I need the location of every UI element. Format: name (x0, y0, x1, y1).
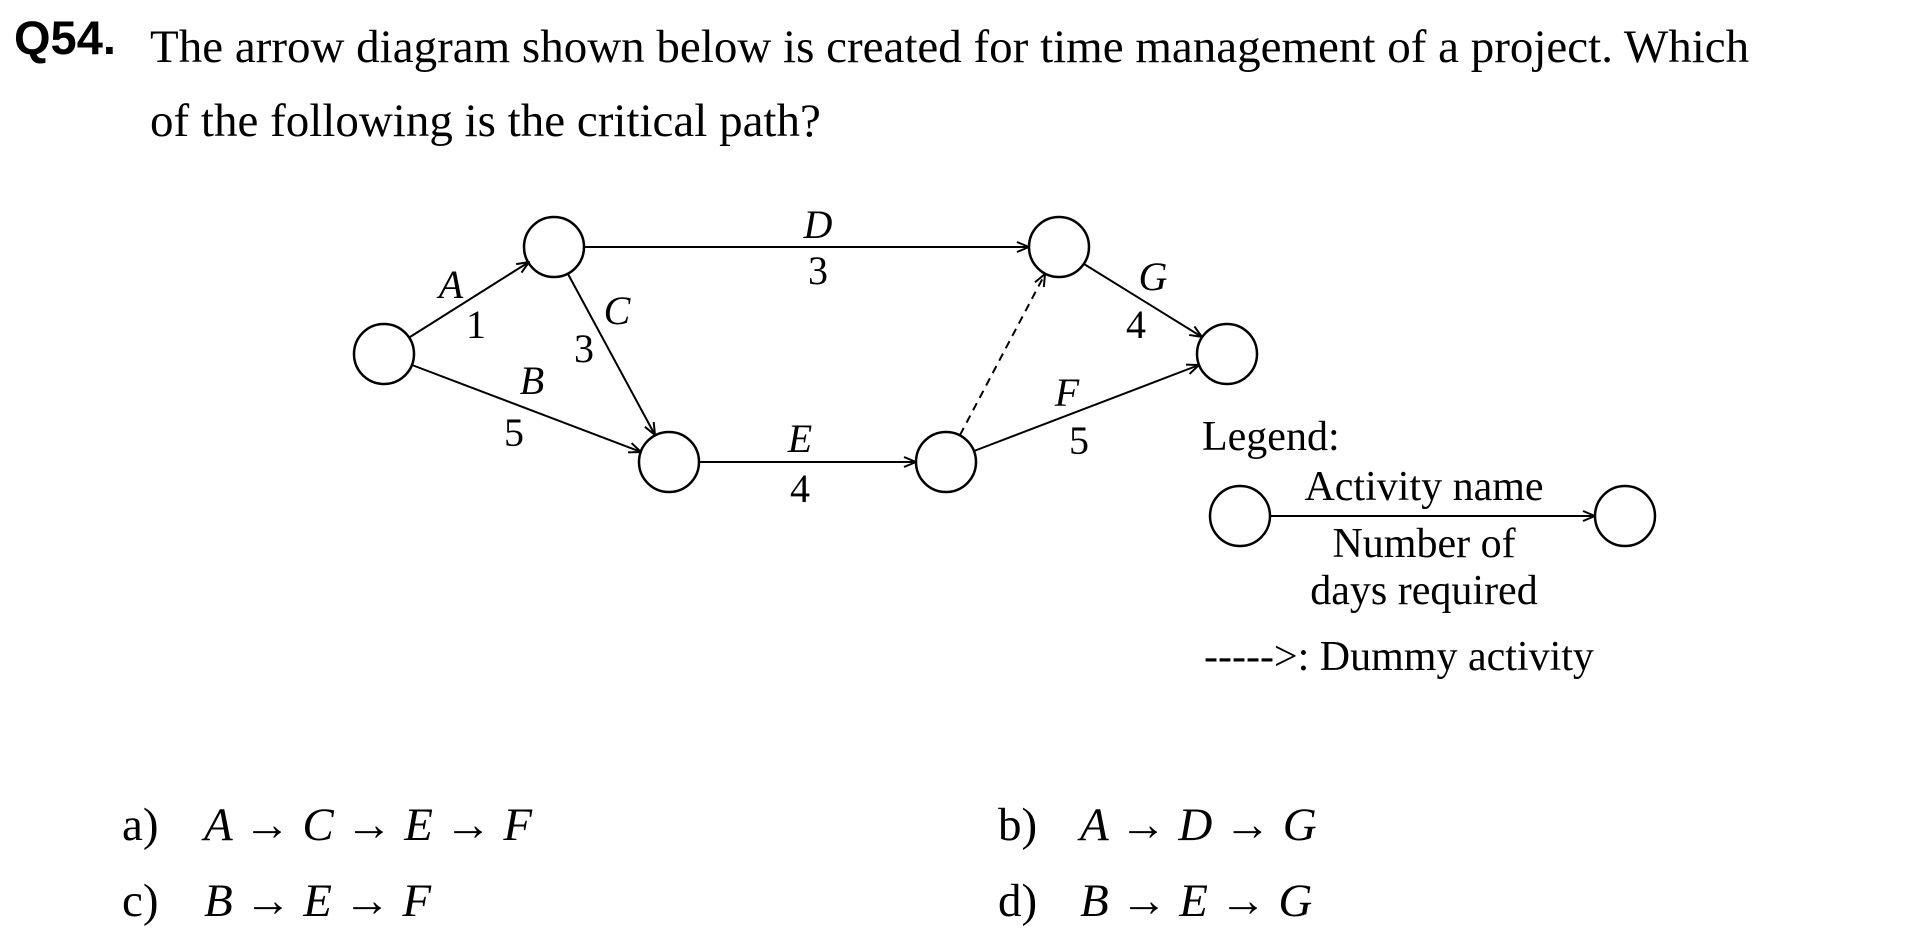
node-4 (914, 430, 978, 494)
legend-dummy: ----->: Dummy activity (1204, 634, 1594, 680)
legend-node-end (1593, 484, 1657, 548)
question-line-1: The arrow diagram shown below is created… (150, 21, 1750, 73)
option-a-letter: a) (122, 799, 159, 851)
label-g-name: G (1139, 254, 1168, 299)
question-text: The arrow diagram shown below is created… (150, 10, 1910, 158)
arrow-f (973, 365, 1199, 452)
label-f-name: F (1054, 370, 1080, 415)
legend-days-line1: Number of (1332, 521, 1515, 567)
option-c-path: B → E → F (204, 875, 432, 927)
node-2 (522, 215, 586, 279)
arrow-a (409, 262, 529, 338)
legend-days-line2: days required (1310, 568, 1537, 614)
option-b-path: A → D → G (1080, 799, 1317, 851)
label-b-days: 5 (504, 410, 524, 455)
question-number: Q54. (14, 11, 116, 64)
option-d-letter: d) (998, 875, 1038, 927)
option-a[interactable]: a) A → C → E → F (122, 798, 532, 853)
node-6 (1195, 322, 1259, 386)
legend-activity-name: Activity name (1304, 464, 1543, 510)
option-d-path: B → E → G (1080, 875, 1313, 927)
legend-node-start (1208, 484, 1272, 548)
label-e-name: E (787, 416, 812, 461)
label-c-name: C (604, 288, 632, 333)
node-1 (352, 322, 416, 386)
question-line-2: of the following is the critical path? (150, 95, 821, 147)
option-d[interactable]: d) B → E → G (998, 874, 1312, 929)
arrow-b (411, 364, 641, 452)
option-a-path: A → C → E → F (204, 799, 533, 851)
node-3 (637, 430, 701, 494)
node-5 (1027, 215, 1091, 279)
label-d-name: D (803, 202, 833, 247)
label-a-days: 1 (466, 302, 486, 347)
arrow-g (1083, 263, 1202, 337)
legend-title: Legend: (1202, 414, 1340, 460)
label-c-days: 3 (574, 326, 594, 371)
option-c[interactable]: c) B → E → F (122, 874, 431, 929)
arrow-diagram: A 1 B 5 C 3 D 3 E 4 F 5 G 4 Legend: Acti… (352, 202, 1657, 680)
label-e-days: 4 (790, 466, 810, 511)
label-b-name: B (520, 358, 544, 403)
label-g-days: 4 (1126, 302, 1146, 347)
option-c-letter: c) (122, 875, 159, 927)
option-b[interactable]: b) A → D → G (998, 798, 1317, 853)
arrow-dummy (959, 274, 1045, 436)
label-f-days: 5 (1069, 418, 1089, 463)
label-d-days: 3 (808, 248, 828, 293)
arrow-c (567, 273, 655, 435)
option-b-letter: b) (998, 799, 1038, 851)
label-a-name: A (436, 262, 464, 307)
